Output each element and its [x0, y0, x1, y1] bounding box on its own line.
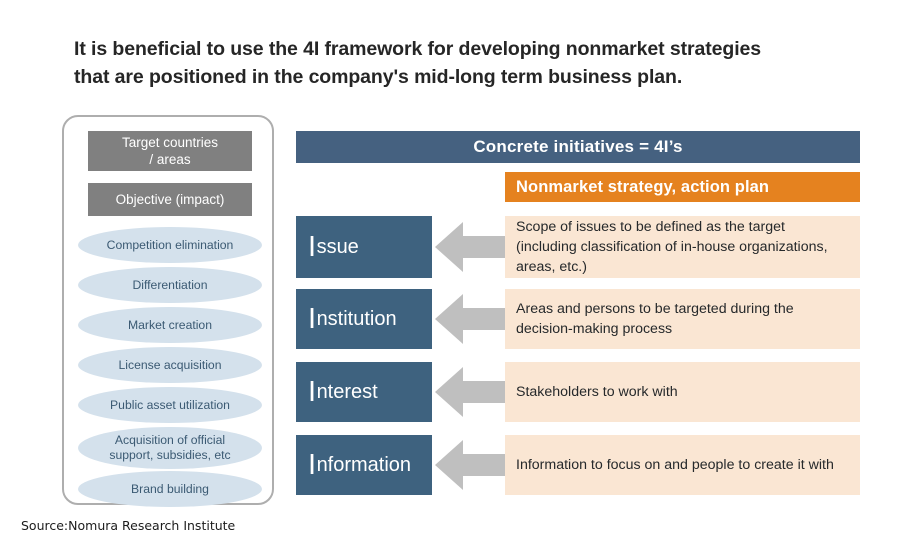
framework-row-description-box: Information to focus on and people to cr…	[505, 435, 860, 495]
framework-row-description: Stakeholders to work with	[516, 383, 678, 400]
panel-ellipse-item: Public asset utilization	[78, 387, 262, 423]
framework-row-initial: I	[308, 230, 317, 263]
framework-row-title-box: Interest	[296, 362, 432, 422]
page-title-line-2: that are positioned in the company's mid…	[74, 65, 683, 88]
concrete-initiatives-header-label: Concrete initiatives = 4I’s	[473, 137, 683, 156]
framework-row-title-box: Institution	[296, 289, 432, 349]
left-arrow-icon	[435, 438, 505, 492]
panel-ellipse-label: Differentiation	[132, 277, 208, 292]
framework-row: Issue Scope of issues to be defined as t…	[296, 216, 860, 278]
panel-ellipse-item: License acquisition	[78, 347, 262, 383]
framework-row-description: Areas and persons to be targeted during …	[516, 300, 794, 337]
panel-ellipse-item: Market creation	[78, 307, 262, 343]
framework-row-description: Scope of issues to be defined as the tar…	[516, 218, 828, 276]
framework-row-description-box: Stakeholders to work with	[505, 362, 860, 422]
framework-row-description-box: Scope of issues to be defined as the tar…	[505, 216, 860, 278]
panel-gray-box-objective: Objective (impact)	[88, 183, 252, 216]
framework-row: Institution Areas and persons to be targ…	[296, 289, 860, 349]
nonmarket-strategy-header-label: Nonmarket strategy, action plan	[516, 177, 770, 196]
framework-row-initial: I	[308, 448, 317, 481]
nonmarket-strategy-header: Nonmarket strategy, action plan	[505, 172, 860, 202]
framework-row-title: Information	[308, 448, 412, 481]
panel-gray-box-label: Objective (impact)	[115, 191, 225, 207]
concrete-initiatives-header: Concrete initiatives = 4I’s	[296, 131, 860, 163]
framework-row-description-box: Areas and persons to be targeted during …	[505, 289, 860, 349]
panel-ellipse-label: Market creation	[128, 317, 212, 332]
framework-row-title-box: Issue	[296, 216, 432, 278]
framework-row-title: Issue	[308, 230, 359, 263]
source-note: Source:Nomura Research Institute	[21, 518, 236, 533]
panel-ellipse-label: Public asset utilization	[110, 397, 230, 412]
framework-row: Interest Stakeholders to work with	[296, 362, 860, 422]
panel-ellipse-label: Brand building	[131, 481, 209, 496]
left-arrow-icon	[435, 220, 505, 274]
left-arrow-icon	[435, 292, 505, 346]
strategy-elements-panel: Target countries/ areas Objective (impac…	[62, 115, 274, 507]
framework-row-description: Information to focus on and people to cr…	[516, 456, 834, 473]
left-arrow-icon	[435, 365, 505, 419]
framework-row-title-box: Information	[296, 435, 432, 495]
framework-row-title-rest: nterest	[316, 380, 378, 403]
framework-row-title-rest: nstitution	[316, 307, 397, 330]
page-title: It is beneficial to use the 4I framework…	[74, 36, 874, 91]
panel-gray-box-label: Target countries/ areas	[121, 134, 219, 167]
framework-row-title: Interest	[308, 375, 378, 408]
panel-ellipse-item: Competition elimination	[78, 227, 262, 263]
framework-row-initial: I	[308, 302, 317, 335]
framework-row-title: Institution	[308, 302, 397, 335]
page-title-line-1: It is beneficial to use the 4I framework…	[74, 38, 762, 60]
framework-row: Information Information to focus on and …	[296, 435, 860, 495]
panel-ellipse-item: Brand building	[78, 471, 262, 507]
panel-gray-box-target-countries: Target countries/ areas	[88, 131, 252, 171]
panel-ellipse-label: License acquisition	[118, 357, 222, 372]
panel-ellipse-item: Differentiation	[78, 267, 262, 303]
framework-row-title-rest: ssue	[316, 235, 359, 258]
framework-row-initial: I	[308, 375, 317, 408]
panel-ellipse-label: Competition elimination	[106, 237, 234, 252]
framework-row-title-rest: nformation	[316, 453, 412, 476]
